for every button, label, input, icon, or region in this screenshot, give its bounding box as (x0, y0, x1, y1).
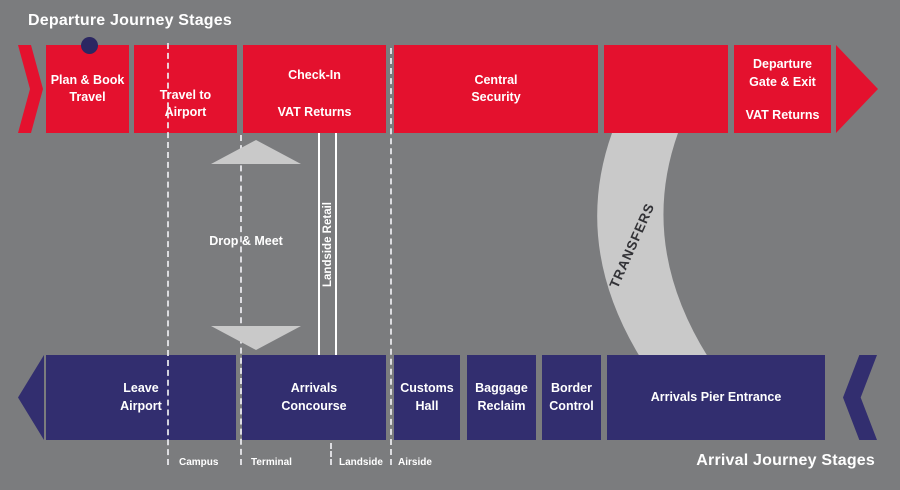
arrival-stage-border-control: Border Control (542, 355, 601, 440)
stage-label: Arrivals Concourse (281, 381, 347, 413)
stage-label: Plan & Book Travel (50, 72, 125, 105)
stage-sublabel: VAT Returns (277, 104, 352, 119)
arrival-stage-leave-airport: Leave Airport (46, 355, 236, 440)
arrival-tail-chevron-icon (843, 355, 877, 440)
departure-stage-transfer-connector (604, 45, 728, 133)
zone-label-campus: Campus (179, 457, 219, 468)
stage-label: Departure Gate & Exit (749, 57, 816, 89)
stage-label: Check-In (288, 68, 341, 82)
departure-journey-title: Departure Journey Stages (28, 12, 232, 29)
stage-sublabel: VAT Returns (745, 107, 820, 122)
arrival-arrowhead-icon (18, 355, 44, 440)
stage-label: Central Security (471, 72, 521, 105)
landside-retail-label: Landside Retail (321, 201, 334, 287)
stage-label: Arrivals Pier Entrance (650, 389, 782, 404)
departure-arrowhead-icon (836, 45, 878, 133)
zone-divider-airside (390, 48, 392, 465)
departure-stage-gate-exit: Departure Gate & Exit VAT Returns (734, 45, 831, 133)
zone-label-terminal: Terminal (251, 457, 292, 468)
zone-label-airside: Airside (398, 457, 432, 468)
departure-stage-central-security: Central Security (394, 45, 598, 133)
departure-stage-plan-book-travel: Plan & Book Travel (46, 45, 129, 133)
drop-meet-up-arrow-icon (211, 140, 301, 164)
drop-meet-down-arrow-icon (211, 326, 301, 350)
departure-tail-chevron-icon (18, 45, 43, 133)
zone-divider-terminal (240, 135, 242, 465)
stage-label: Leave Airport (120, 381, 162, 413)
arrival-journey-title: Arrival Journey Stages (696, 452, 875, 469)
stage-label: Border Control (549, 381, 594, 413)
arrival-stage-pier-entrance: Arrivals Pier Entrance (607, 355, 825, 440)
departure-stage-check-in: Check-In VAT Returns (243, 45, 386, 133)
stage-label: Baggage Reclaim (475, 381, 528, 413)
arrival-stage-customs-hall: Customs Hall (394, 355, 460, 440)
arrival-stage-arrivals-concourse: Arrivals Concourse (242, 355, 386, 440)
drop-and-meet-label: Drop & Meet (209, 234, 283, 248)
current-stage-marker-dot (81, 37, 98, 54)
arrival-stage-baggage-reclaim: Baggage Reclaim (467, 355, 536, 440)
landside-retail-strip: Landside Retail (318, 133, 337, 355)
zone-divider-landside (330, 443, 332, 465)
transfers-band (597, 133, 708, 357)
zone-divider-campus (167, 43, 169, 465)
departure-stage-travel-to-airport: Travel to Airport (134, 45, 237, 133)
stage-label: Customs Hall (400, 381, 454, 413)
zone-label-landside: Landside (339, 457, 383, 468)
